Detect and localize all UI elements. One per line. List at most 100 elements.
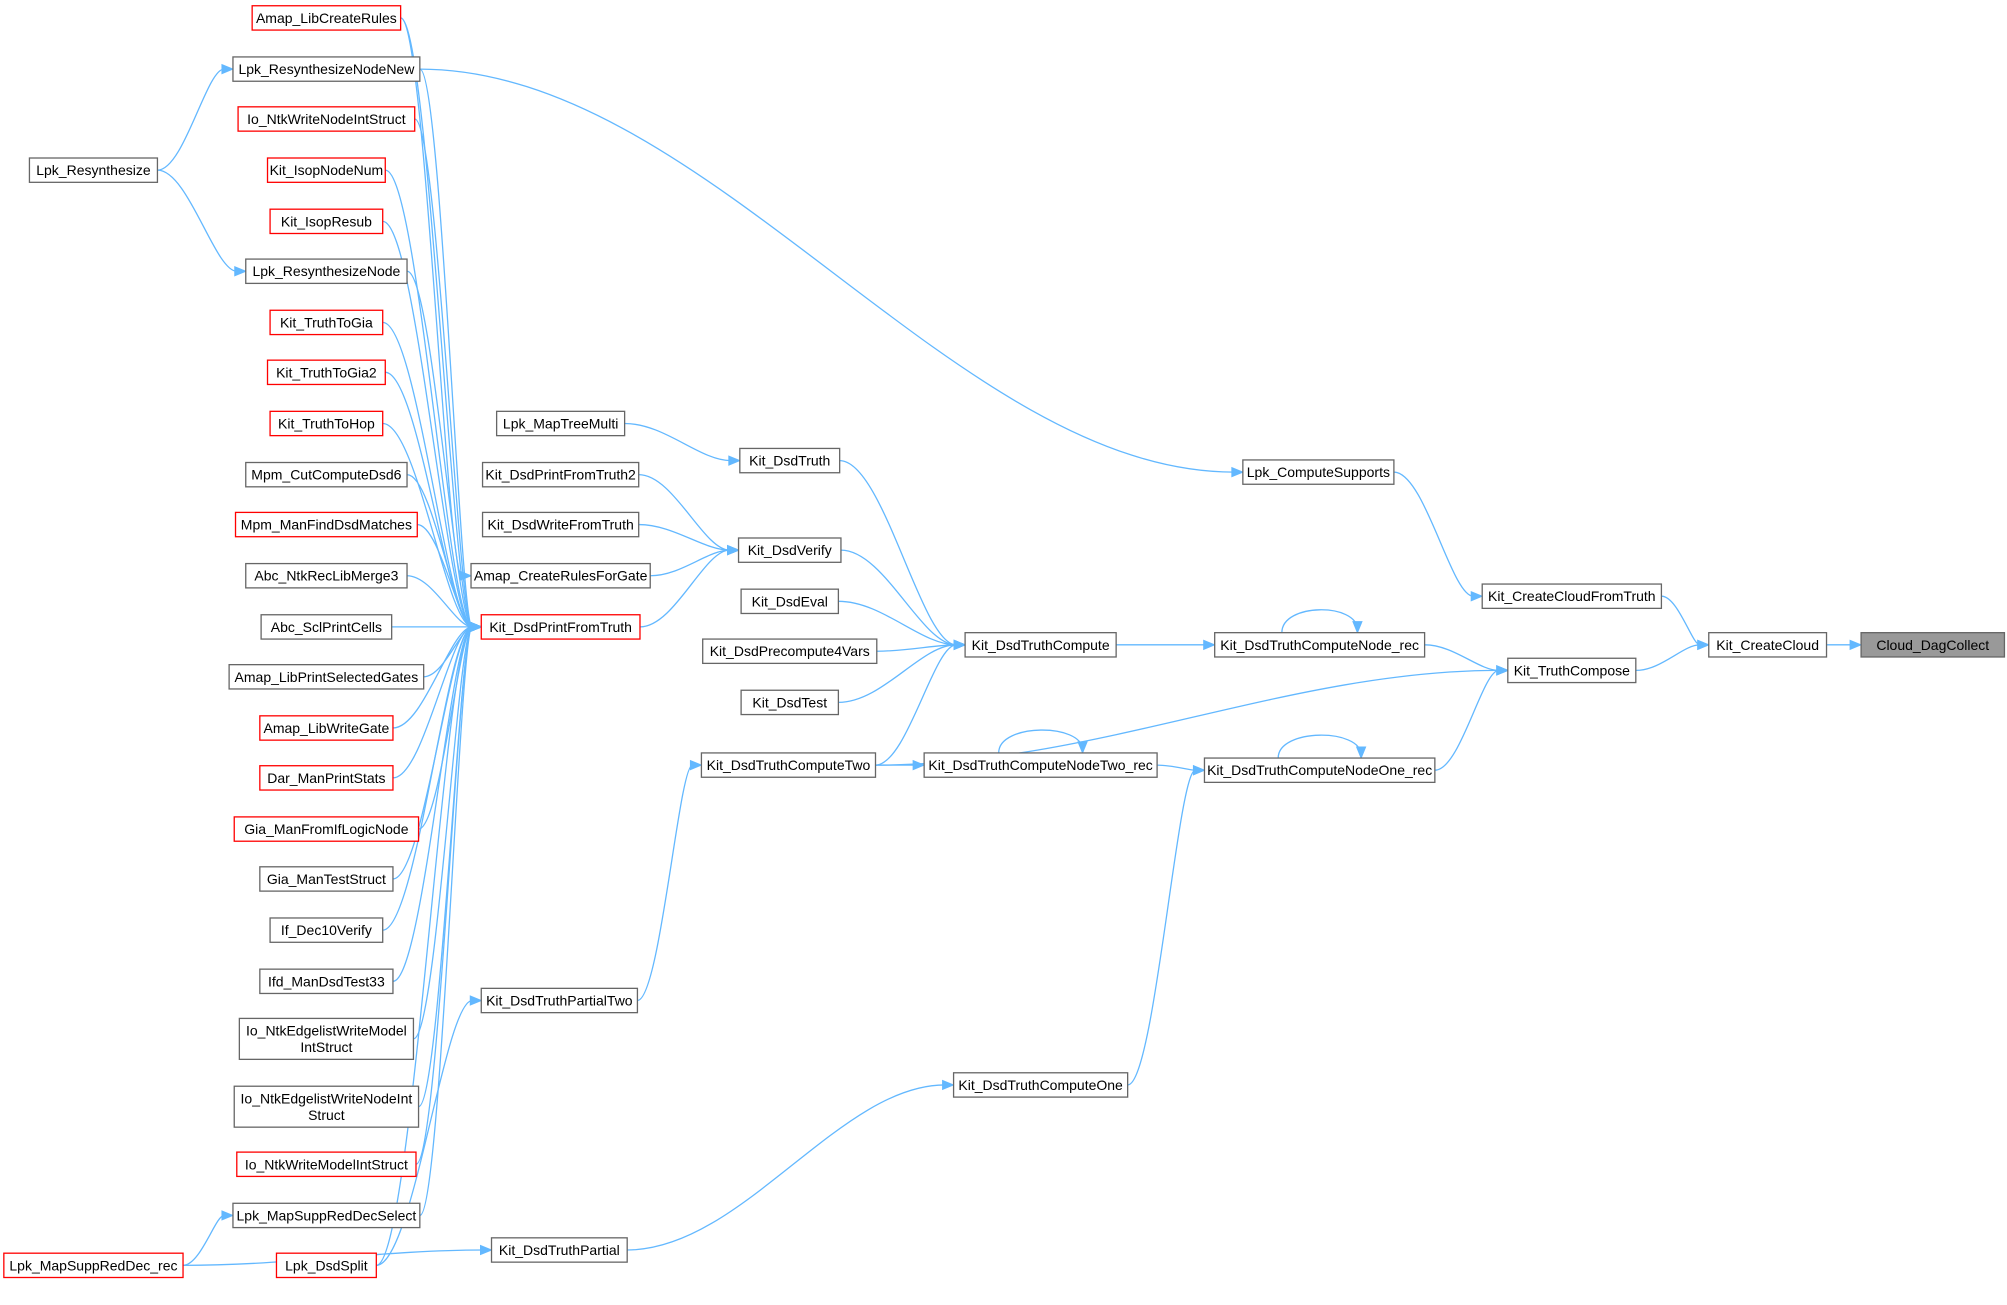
- node-box: [1203, 757, 1436, 784]
- node-label: Kit_TruthToHop: [278, 415, 375, 431]
- edge-lr-to-lrn: [157, 169, 248, 277]
- node-box: [1481, 583, 1663, 610]
- graph-node-kth[interactable]: Kit_TruthToHop: [269, 410, 384, 437]
- graph-node-kdv[interactable]: Kit_DsdVerify: [737, 537, 842, 563]
- edge-arrowhead: [1352, 621, 1363, 634]
- node-label: Kit_DsdEval: [752, 593, 828, 609]
- graph-node-lcs[interactable]: Lpk_ComputeSupports: [1242, 459, 1395, 485]
- node-box: [481, 511, 640, 538]
- graph-node-mmfdm[interactable]: Mpm_ManFindDsdMatches: [234, 511, 418, 538]
- node-label: Kit_CreateCloud: [1716, 637, 1819, 653]
- edge-kdtcnor-to-ktc: [1434, 665, 1510, 771]
- graph-node-lmsrdr[interactable]: Lpk_MapSuppRedDec_rec: [3, 1252, 184, 1279]
- edge-line: [624, 422, 731, 462]
- graph-node-kdtcnr[interactable]: Kit_DsdTruthComputeNode_rec: [1214, 632, 1426, 658]
- graph-node-mccd6[interactable]: Mpm_CutComputeDsd6: [245, 461, 408, 488]
- graph-node-kcc[interactable]: Kit_CreateCloud: [1708, 632, 1828, 658]
- node-box: [1708, 632, 1828, 658]
- graph-node-alwg[interactable]: Amap_LibWriteGate: [259, 715, 394, 741]
- edge-line: [419, 68, 473, 628]
- graph-node-acrfg[interactable]: Amap_CreateRulesForGate: [470, 562, 651, 589]
- node-label: Kit_DsdPrecompute4Vars: [710, 643, 870, 659]
- node-label: Lpk_ComputeSupports: [1247, 464, 1390, 480]
- node-box: [266, 359, 386, 386]
- edge-kdtct-to-ktc: [875, 665, 1510, 766]
- edge-line: [157, 68, 225, 171]
- graph-node-inwmis[interactable]: Io_NtkWriteModelIntStruct: [236, 1151, 417, 1178]
- graph-node-kdtcnor[interactable]: Kit_DsdTruthComputeNodeOne_rec: [1203, 757, 1436, 784]
- node-box: [245, 461, 408, 488]
- graph-node-kdtc[interactable]: Kit_DsdTruthCompute: [964, 632, 1117, 658]
- node-box: [237, 106, 416, 132]
- graph-node-alpsg[interactable]: Amap_LibPrintSelectedGates: [228, 664, 425, 690]
- node-label: Cloud_DagCollect: [1876, 637, 1989, 653]
- graph-node-kir[interactable]: Kit_IsopResub: [269, 208, 384, 235]
- graph-node-ktg2[interactable]: Kit_TruthToGia2: [266, 359, 386, 386]
- graph-node-lrn[interactable]: Lpk_ResynthesizeNode: [245, 258, 408, 285]
- graph-node-kdpft2[interactable]: Kit_DsdPrintFromTruth2: [481, 461, 640, 488]
- edge-arrowhead: [1697, 639, 1711, 651]
- node-box: [238, 1017, 415, 1061]
- edge-alcr-to-acrfg: [400, 17, 473, 581]
- graph-node-gmts[interactable]: Gia_ManTestStruct: [259, 866, 394, 892]
- edge-line: [875, 669, 1499, 766]
- graph-node-lr[interactable]: Lpk_Resynthesize: [28, 157, 159, 183]
- graph-node-kde[interactable]: Kit_DsdEval: [740, 588, 840, 615]
- graph-node-id10v[interactable]: If_Dec10Verify: [269, 917, 384, 943]
- node-label: Kit_DsdTruthPartialTwo: [486, 993, 633, 1009]
- node-label: Kit_DsdTruthPartial: [499, 1242, 620, 1258]
- graph-node-lmtm[interactable]: Lpk_MapTreeMulti: [495, 410, 626, 437]
- graph-node-kdtest[interactable]: Kit_DsdTest: [740, 689, 840, 716]
- edge-arrowhead: [912, 759, 926, 771]
- node-box: [481, 461, 640, 488]
- graph-node-alcr[interactable]: Amap_LibCreateRules: [251, 5, 402, 31]
- graph-node-anrlm3[interactable]: Abc_NtkRecLibMerge3: [245, 562, 408, 589]
- graph-node-kdtp[interactable]: Kit_DsdTruthPartial: [490, 1237, 628, 1263]
- edge-line: [637, 764, 694, 1002]
- graph-node-kdpft[interactable]: Kit_DsdPrintFromTruth: [480, 614, 641, 640]
- node-box: [259, 866, 394, 892]
- graph-node-lds[interactable]: Lpk_DsdSplit: [275, 1252, 377, 1279]
- graph-node-dmps[interactable]: Dar_ManPrintStats: [259, 765, 394, 791]
- node-box: [269, 917, 384, 943]
- graph-node-kdtcntr[interactable]: Kit_DsdTruthComputeNodeTwo_rec: [923, 752, 1158, 778]
- graph-node-aspc[interactable]: Abc_SclPrintCells: [260, 614, 393, 640]
- graph-node-kdtco[interactable]: Kit_DsdTruthComputeOne: [952, 1072, 1129, 1098]
- node-label: Lpk_MapSuppRedDecSelect: [237, 1207, 417, 1223]
- graph-node-kccft[interactable]: Kit_CreateCloudFromTruth: [1481, 583, 1663, 610]
- graph-node-kdp4[interactable]: Kit_DsdPrecompute4Vars: [702, 638, 878, 665]
- edge-inwmis-to-kdpft: [415, 621, 483, 1165]
- node-label: Kit_DsdTruthComputeNodeOne_rec: [1207, 762, 1432, 778]
- edge-arrowhead: [1849, 639, 1863, 651]
- node-label: Lpk_MapSuppRedDec_rec: [9, 1257, 177, 1273]
- node-label: Amap_LibCreateRules: [256, 10, 397, 26]
- edge-arrowhead: [234, 265, 248, 277]
- graph-node-lmsrds[interactable]: Lpk_MapSuppRedDecSelect: [232, 1202, 421, 1229]
- edge-arrowhead: [459, 570, 473, 581]
- edge-line: [400, 17, 473, 628]
- node-label: Struct: [308, 1107, 345, 1123]
- graph-node-kdtpt[interactable]: Kit_DsdTruthPartialTwo: [480, 987, 639, 1014]
- node-box: [269, 410, 384, 437]
- edge-line: [392, 626, 473, 982]
- node-box: [245, 562, 408, 589]
- graph-node-ktg[interactable]: Kit_TruthToGia: [269, 309, 384, 336]
- graph-node-imdt33[interactable]: Ifd_ManDsdTest33: [259, 968, 394, 995]
- edge-line: [1127, 769, 1197, 1086]
- graph-node-kdtct[interactable]: Kit_DsdTruthComputeTwo: [700, 752, 877, 778]
- graph-node-kinn[interactable]: Kit_IsopNodeNum: [266, 157, 386, 183]
- edge-arrowhead: [469, 621, 483, 633]
- edge-lds-to-kdpft: [376, 621, 483, 1266]
- graph-node-lrnn[interactable]: Lpk_ResynthesizeNodeNew: [232, 56, 421, 82]
- edge-kdtp-to-kdtco: [627, 1079, 955, 1251]
- graph-node-kdwft[interactable]: Kit_DsdWriteFromTruth: [481, 511, 640, 538]
- graph-node-ktc[interactable]: Kit_TruthCompose: [1507, 657, 1637, 684]
- graph-node-cloud[interactable]: Cloud_DagCollect: [1860, 632, 2006, 658]
- graph-node-inwnis[interactable]: Io_NtkWriteNodeIntStruct: [237, 106, 416, 132]
- graph-node-gmfiln[interactable]: Gia_ManFromIfLogicNode: [233, 816, 420, 842]
- graph-node-kdt[interactable]: Kit_DsdTruth: [739, 447, 841, 474]
- node-label: Io_NtkEdgelistWriteNodeInt: [241, 1090, 413, 1106]
